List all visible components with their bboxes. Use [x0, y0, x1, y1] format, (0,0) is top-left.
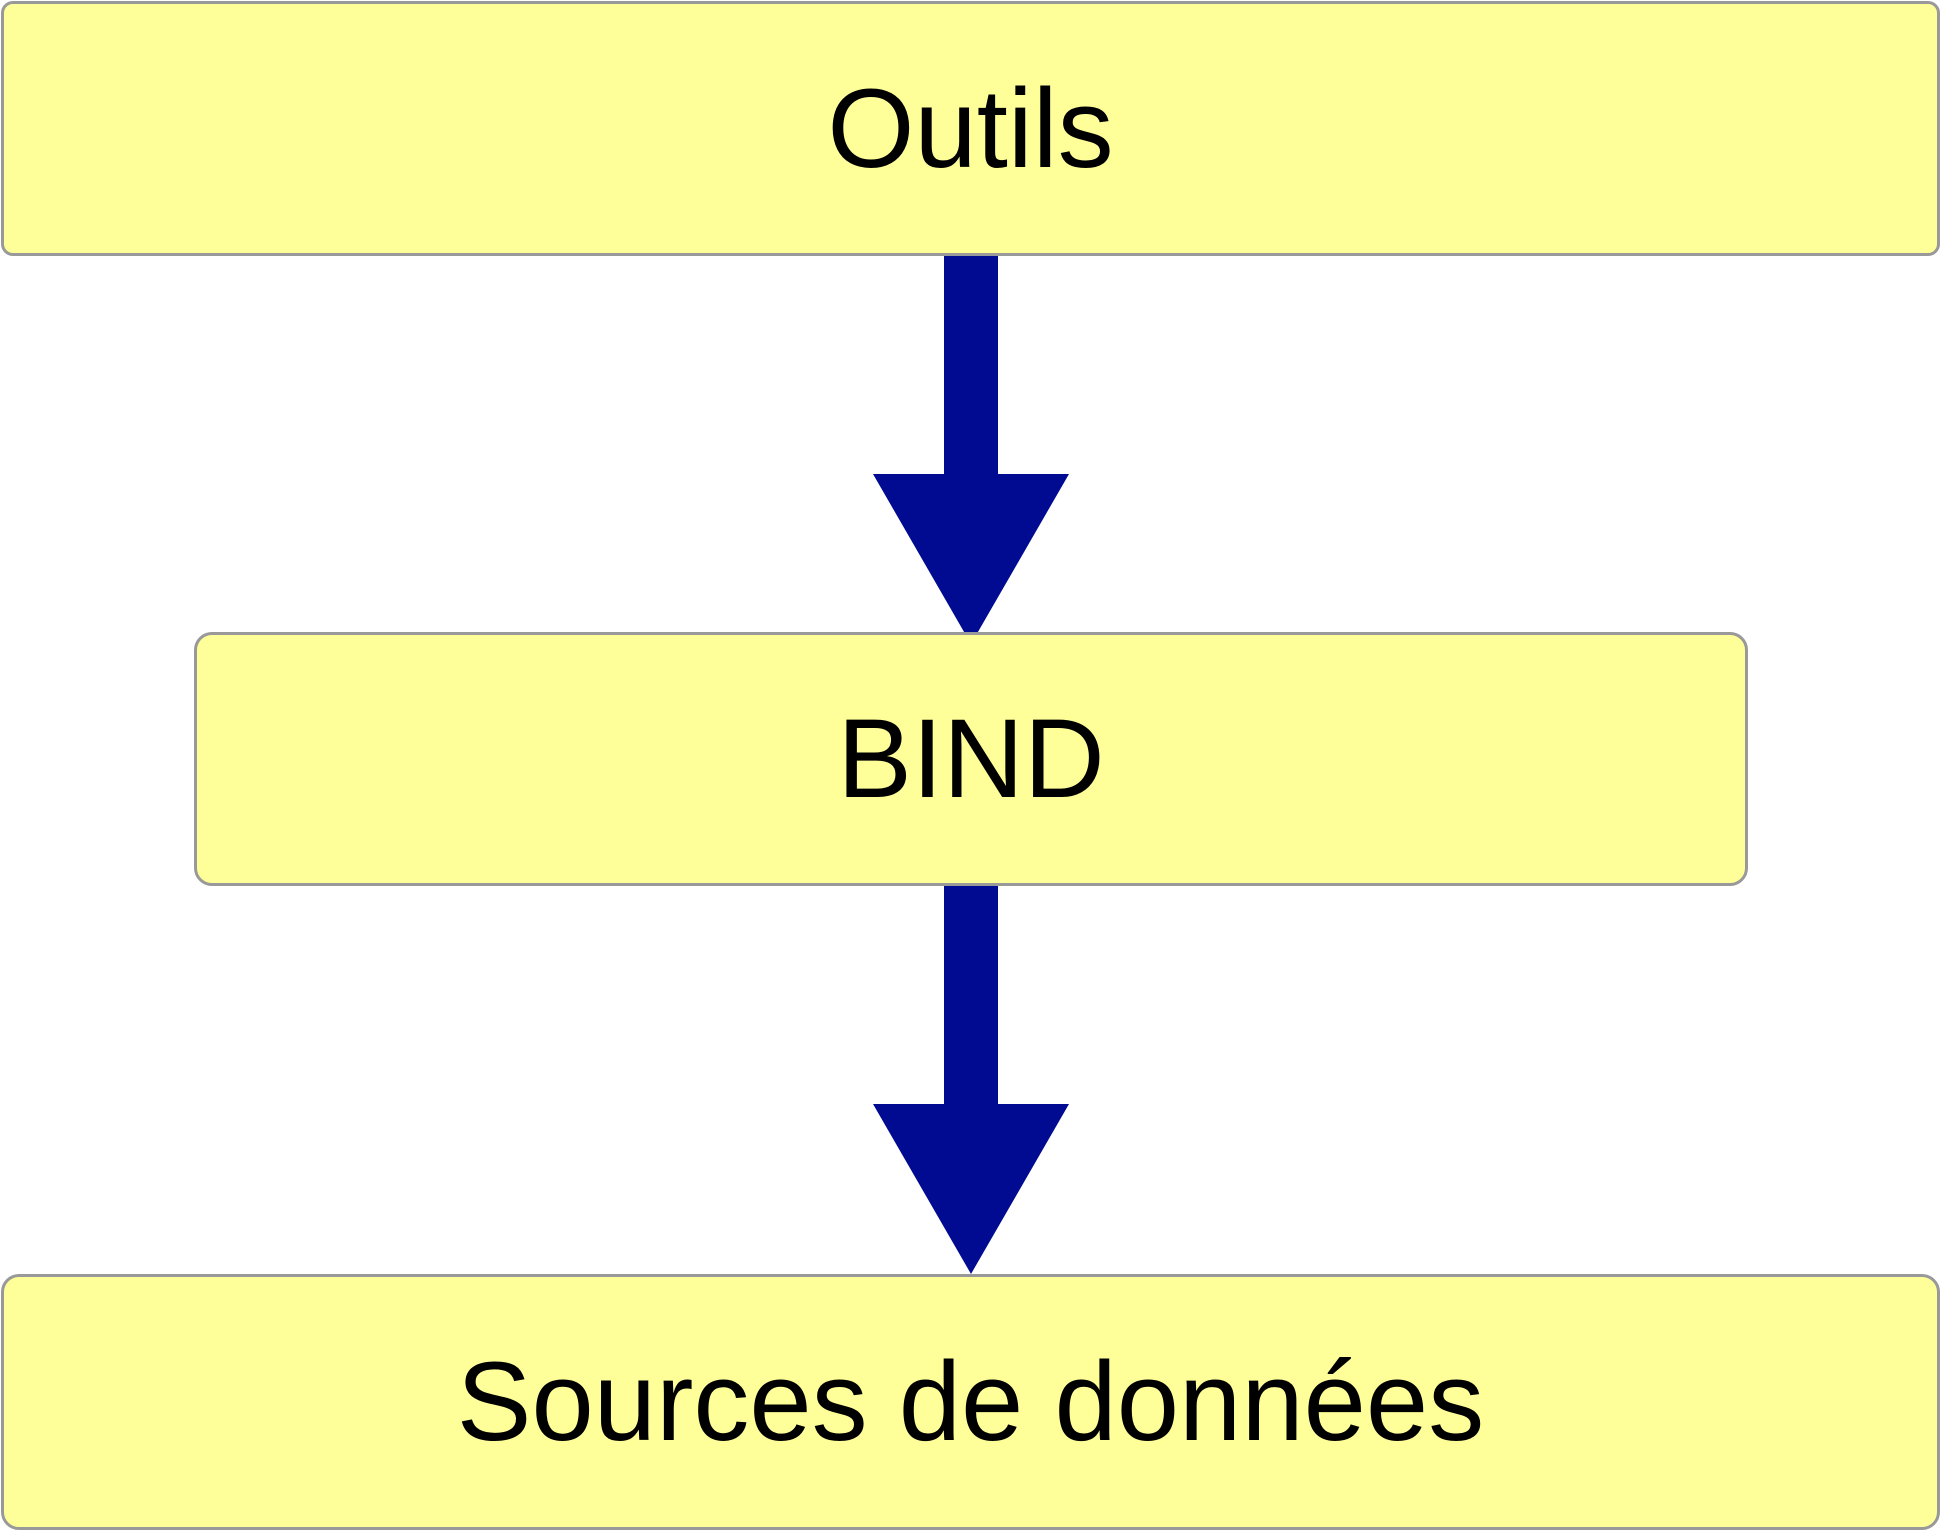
- node-label: Outils: [827, 65, 1114, 191]
- node-bind: BIND: [194, 632, 1748, 886]
- arrow-down-icon: [873, 256, 1069, 644]
- arrow-down-icon: [873, 886, 1069, 1274]
- node-label: BIND: [837, 696, 1105, 821]
- node-sources-de-donnees: Sources de données: [1, 1274, 1940, 1530]
- node-label: Sources de données: [456, 1339, 1485, 1464]
- node-outils: Outils: [1, 1, 1940, 256]
